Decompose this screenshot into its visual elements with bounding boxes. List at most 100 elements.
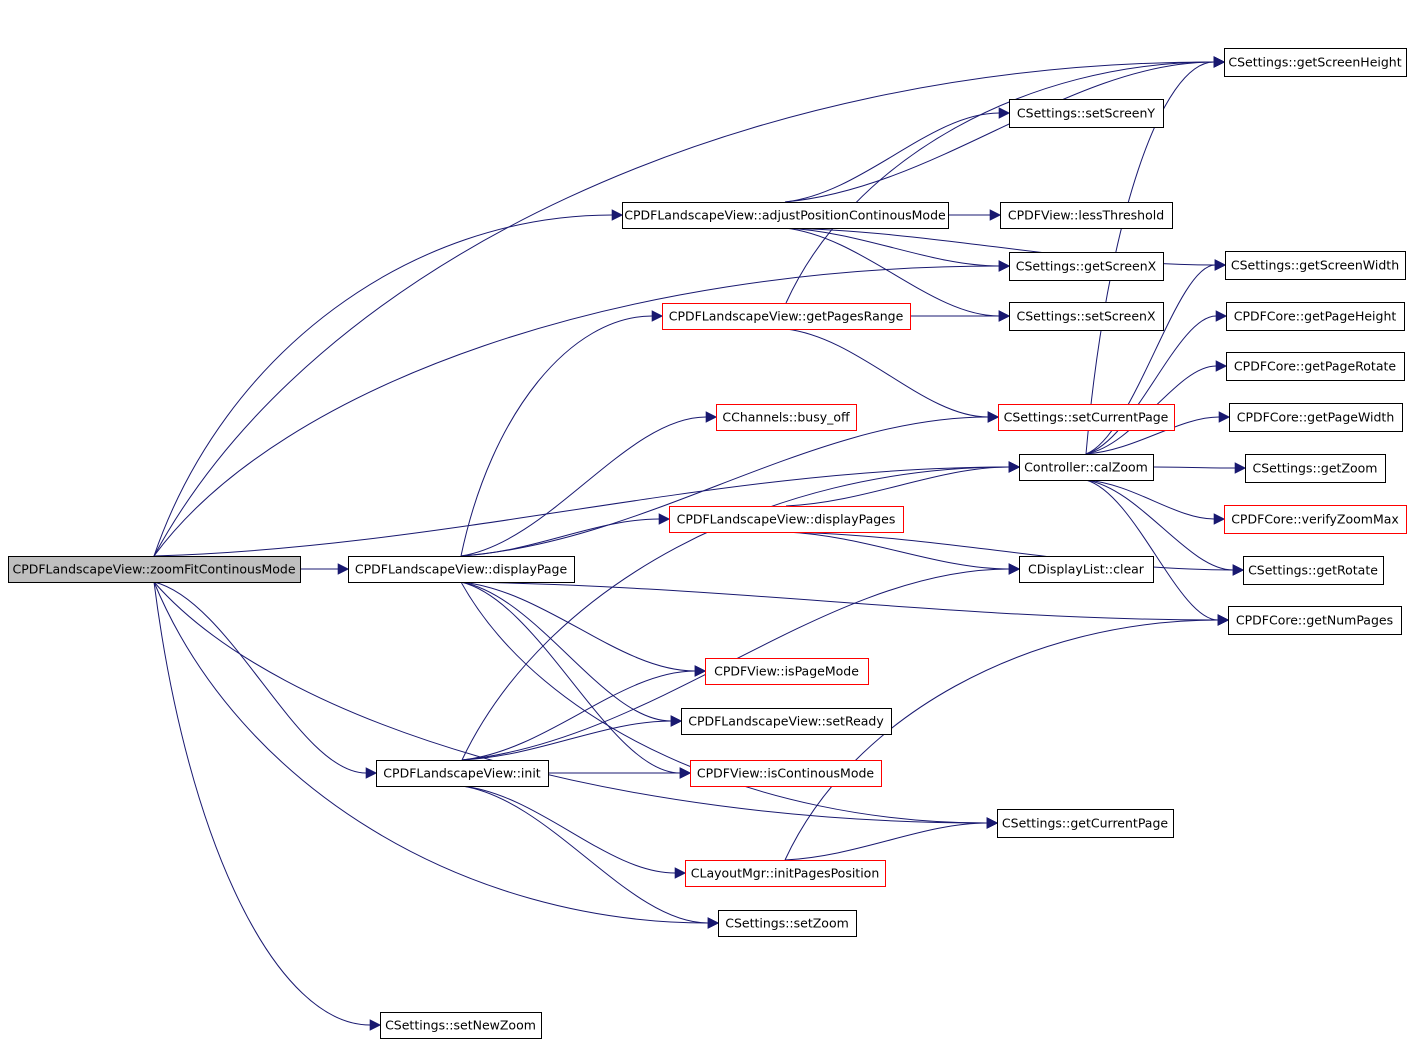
edge-n3-n4 bbox=[948, 209, 1002, 221]
node-box bbox=[1019, 454, 1154, 481]
node-n7[interactable]: CPDFLandscapeView::getPagesRange bbox=[662, 303, 911, 330]
edge-n24-n22 bbox=[461, 665, 707, 761]
node-n18[interactable]: CPDFLandscapeView::displayPage bbox=[348, 556, 575, 583]
node-n21[interactable]: CPDFCore::getNumPages bbox=[1228, 606, 1402, 635]
edge-n14-n6 bbox=[1085, 259, 1227, 455]
node-label: CPDFCore::getPageHeight bbox=[1234, 309, 1397, 324]
edge-line bbox=[460, 416, 707, 557]
edge-line bbox=[460, 581, 681, 774]
node-n9[interactable]: CPDFCore::getPageHeight bbox=[1226, 302, 1405, 331]
edge-n24-n14 bbox=[461, 461, 1021, 761]
edge-arrowhead bbox=[998, 107, 1011, 119]
node-label: CSettings::setNewZoom bbox=[385, 1018, 536, 1033]
node-box bbox=[1000, 202, 1173, 229]
node-layer: CPDFLandscapeView::zoomFitContinousModeC… bbox=[8, 48, 1407, 1039]
edge-line bbox=[1085, 416, 1220, 455]
edge-arrowhead bbox=[707, 917, 720, 929]
node-box bbox=[1224, 505, 1407, 534]
node-box bbox=[662, 303, 911, 330]
edge-n18-n26 bbox=[460, 581, 999, 829]
edge-arrowhead bbox=[1213, 513, 1226, 525]
node-n16[interactable]: CPDFLandscapeView::displayPages bbox=[669, 506, 904, 533]
edge-arrowhead bbox=[1214, 259, 1227, 271]
node-n5[interactable]: CSettings::getScreenX bbox=[1009, 252, 1164, 281]
node-n19[interactable]: CDisplayList::clear bbox=[1019, 556, 1154, 583]
node-n17[interactable]: CPDFCore::verifyZoomMax bbox=[1224, 505, 1407, 534]
node-label: CSettings::getScreenWidth bbox=[1231, 258, 1399, 273]
node-label: CPDFView::isContinousMode bbox=[697, 766, 875, 781]
edge-line bbox=[785, 531, 1010, 570]
node-box bbox=[681, 708, 892, 735]
node-box bbox=[622, 202, 949, 229]
node-box bbox=[1228, 606, 1402, 635]
edge-line bbox=[460, 581, 696, 672]
edge-n3-n5 bbox=[784, 227, 1011, 272]
edge-n14-n1 bbox=[1085, 56, 1226, 455]
node-label: CPDFCore::verifyZoomMax bbox=[1231, 512, 1399, 527]
edge-line bbox=[1085, 479, 1234, 571]
node-n2[interactable]: CSettings::setScreenY bbox=[1009, 99, 1164, 128]
node-n0[interactable]: CPDFLandscapeView::zoomFitContinousMode bbox=[8, 556, 301, 583]
node-n23[interactable]: CPDFLandscapeView::setReady bbox=[681, 708, 892, 735]
edge-n18-n21 bbox=[460, 581, 1230, 626]
node-box bbox=[1009, 99, 1164, 128]
node-n6[interactable]: CSettings::getScreenWidth bbox=[1225, 251, 1406, 280]
node-n27[interactable]: CLayoutMgr::initPagesPosition bbox=[685, 860, 886, 887]
edge-line bbox=[1152, 466, 1236, 469]
node-n15[interactable]: CSettings::getZoom bbox=[1245, 454, 1386, 483]
edge-line bbox=[460, 581, 672, 722]
node-n12[interactable]: CSettings::setCurrentPage bbox=[998, 404, 1175, 431]
edge-line bbox=[460, 315, 653, 557]
edge-arrowhead bbox=[679, 767, 692, 779]
edge-n24-n27 bbox=[461, 785, 687, 879]
node-n11[interactable]: CChannels::busy_off bbox=[716, 404, 857, 431]
node-n10[interactable]: CPDFCore::getPageRotate bbox=[1226, 352, 1405, 381]
node-n1[interactable]: CSettings::getScreenHeight bbox=[1224, 48, 1407, 77]
node-label: CPDFLandscapeView::init bbox=[383, 766, 541, 781]
edge-arrowhead bbox=[611, 209, 624, 221]
edge-line bbox=[461, 466, 1010, 761]
edge-arrowhead bbox=[1218, 411, 1231, 423]
edge-line bbox=[784, 227, 1000, 317]
node-label: CSettings::setCurrentPage bbox=[1004, 410, 1169, 425]
node-box bbox=[1245, 454, 1386, 483]
edge-arrowhead bbox=[987, 411, 1000, 423]
node-label: CSettings::setScreenX bbox=[1016, 309, 1155, 324]
edge-arrowhead bbox=[1008, 563, 1021, 575]
node-n22[interactable]: CPDFView::isPageMode bbox=[705, 658, 869, 685]
node-n3[interactable]: CPDFLandscapeView::adjustPositionContino… bbox=[622, 202, 949, 229]
node-box bbox=[1009, 302, 1164, 331]
node-label: CPDFView::lessThreshold bbox=[1008, 208, 1164, 223]
node-n29[interactable]: CSettings::setNewZoom bbox=[380, 1012, 542, 1039]
edge-arrowhead bbox=[986, 817, 999, 829]
edge-n14-n15 bbox=[1152, 462, 1247, 474]
node-box bbox=[8, 556, 301, 583]
edge-arrowhead bbox=[1217, 614, 1230, 626]
node-n26[interactable]: CSettings::getCurrentPage bbox=[997, 809, 1174, 838]
edge-n24-n23 bbox=[461, 715, 683, 761]
node-label: CPDFLandscapeView::adjustPositionContino… bbox=[624, 208, 946, 223]
edge-arrowhead bbox=[705, 411, 718, 423]
edge-line bbox=[1085, 264, 1216, 455]
edge-n24-n28 bbox=[461, 785, 720, 929]
node-n4[interactable]: CPDFView::lessThreshold bbox=[1000, 202, 1173, 229]
node-n28[interactable]: CSettings::setZoom bbox=[718, 910, 857, 937]
node-n20[interactable]: CSettings::getRotate bbox=[1243, 556, 1384, 585]
node-n13[interactable]: CPDFCore::getPageWidth bbox=[1229, 403, 1403, 432]
node-box bbox=[1226, 302, 1405, 331]
edge-line bbox=[784, 619, 1219, 861]
edge-n14-n13 bbox=[1085, 411, 1231, 455]
node-n24[interactable]: CPDFLandscapeView::init bbox=[376, 760, 549, 787]
edge-arrowhead bbox=[1008, 461, 1021, 473]
edge-arrowhead bbox=[1232, 564, 1245, 576]
node-label: CSettings::getZoom bbox=[1253, 461, 1378, 476]
edge-line bbox=[153, 581, 367, 774]
node-n25[interactable]: CPDFView::isContinousMode bbox=[690, 760, 882, 787]
node-label: CSettings::getScreenHeight bbox=[1228, 55, 1401, 70]
node-n14[interactable]: Controller::calZoom bbox=[1019, 454, 1154, 481]
node-label: CPDFLandscapeView::zoomFitContinousMode bbox=[12, 562, 295, 577]
edge-n14-n21 bbox=[1085, 479, 1230, 626]
edge-n27-n21 bbox=[784, 614, 1230, 861]
node-n8[interactable]: CSettings::setScreenX bbox=[1009, 302, 1164, 331]
node-box bbox=[380, 1012, 542, 1039]
